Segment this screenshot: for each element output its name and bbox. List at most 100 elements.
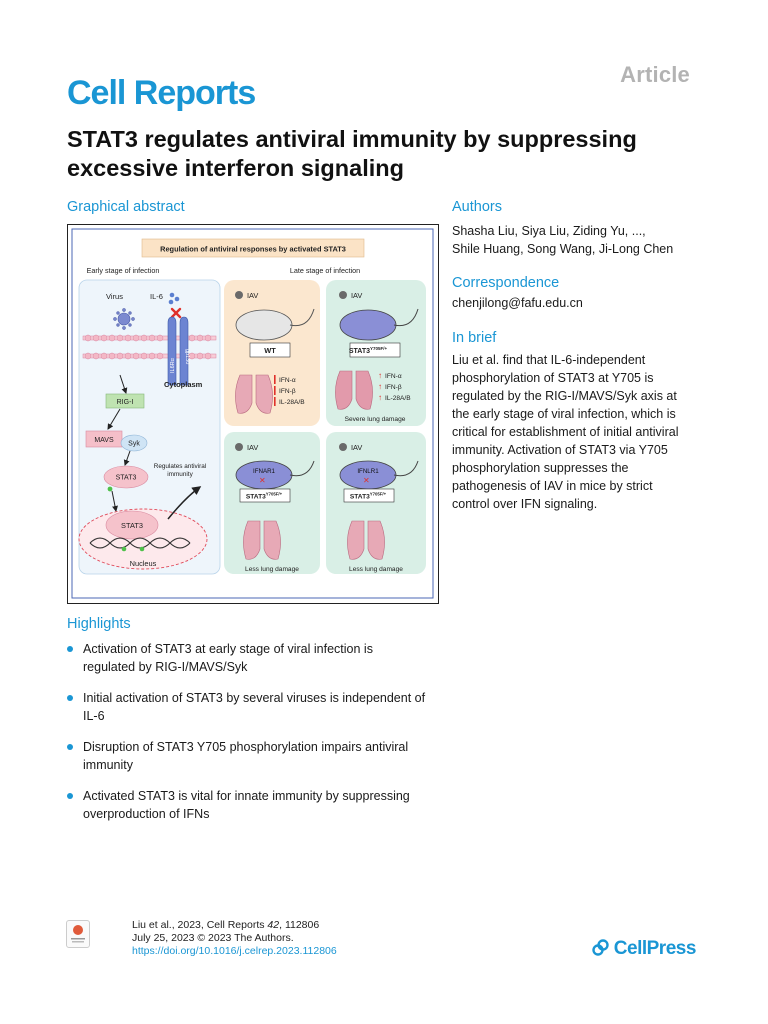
ga-banner-text: Regulation of antiviral responses by act… — [160, 245, 346, 254]
highlight-line: Activation of STAT3 at early stage of vi… — [83, 642, 373, 656]
wt-lung-icon — [235, 374, 273, 414]
graphical-abstract-svg: Regulation of antiviral responses by act… — [71, 228, 434, 599]
article-title: STAT3 regulates antiviral immunity by su… — [67, 126, 637, 181]
journal-logo[interactable]: Cell Reports — [67, 74, 256, 112]
ifnar-label: IFNAR1 — [253, 468, 276, 475]
ifnlr-iav-icon — [339, 443, 347, 451]
highlight-line: overproduction of IFNs — [83, 807, 210, 821]
citation-block: Liu et al., 2023, Cell Reports 42, 11280… — [132, 919, 337, 958]
il6-icon — [168, 292, 180, 305]
ifnar-iav-icon — [235, 443, 243, 451]
svg-text:↑: ↑ — [378, 371, 382, 380]
highlight-line: IL-6 — [83, 709, 105, 723]
in-brief-line: pathogenesis of IAV in mice by strict — [452, 479, 653, 493]
authors-line-1: Shasha Liu, Siya Liu, Ziding Yu, ..., — [452, 224, 646, 238]
mut-ifnb: IFN-β — [385, 384, 402, 391]
wt-mouse-icon — [235, 309, 293, 341]
bullet-icon — [67, 793, 73, 799]
ga-cytoplasm-label: Cytoplasm — [164, 380, 203, 389]
ga-nucleus-label: Nucleus — [130, 559, 157, 568]
highlights-heading: Highlights — [67, 616, 131, 632]
mut-mouse-icon — [339, 309, 397, 341]
ga-stat3-nuc-label: STAT3 — [121, 521, 143, 530]
doi-link[interactable]: https://doi.org/10.1016/j.celrep.2023.11… — [132, 945, 337, 957]
svg-text:↑: ↑ — [378, 382, 382, 391]
arrow-rigi-mavs — [107, 408, 121, 430]
in-brief-line: immunity. Activation of STAT3 via Y705 — [452, 443, 668, 457]
wt-iav-label: IAV — [247, 291, 258, 300]
ga-stat3-nuc-shape — [105, 510, 159, 540]
ga-rigi-label: RIG-I — [117, 399, 134, 406]
highlight-line: Initial activation of STAT3 by several v… — [83, 691, 426, 705]
ga-il6ra-label: IL6Rα — [170, 357, 176, 373]
mut-il28: IL-28A/B — [385, 395, 411, 402]
graphical-abstract-figure: Regulation of antiviral responses by act… — [67, 224, 439, 604]
ifnar-x-icon: ✕ — [259, 476, 266, 485]
arrow-feedback — [167, 486, 202, 520]
ga-syk-shape — [120, 434, 148, 452]
cellpress-logo[interactable]: CellPress — [592, 938, 696, 960]
highlight-line: immunity — [83, 758, 134, 772]
bullet-icon — [67, 695, 73, 701]
arrow-syk-stat3 — [123, 450, 131, 466]
ga-early-label: Early stage of infection — [87, 266, 160, 275]
svg-text:↑: ↑ — [378, 393, 382, 402]
highlight-item: Disruption of STAT3 Y705 phosphorylation… — [67, 738, 447, 774]
blocked-x-icon — [170, 307, 182, 319]
mut-label-box — [349, 342, 401, 358]
in-brief-line: phosphorylation suppresses the — [452, 461, 629, 475]
ga-il6-label: IL-6 — [150, 292, 163, 301]
mut-label: STAT3Y705F/+ — [349, 346, 388, 355]
in-brief-heading: In brief — [452, 330, 497, 346]
ifnar-mut-box — [239, 488, 291, 503]
arrow-virus-rigi — [119, 374, 128, 394]
cellpress-text: CellPress — [613, 938, 697, 959]
highlight-line: Activated STAT3 is vital for innate immu… — [83, 789, 410, 803]
citation-line-2: July 25, 2023 © 2023 The Authors. — [132, 932, 294, 944]
ifnar-less: Less lung damage — [245, 566, 299, 573]
highlight-item: Activated STAT3 is vital for innate immu… — [67, 787, 447, 823]
cell-membrane — [82, 334, 217, 360]
correspondence-email[interactable]: chenjilong@fafu.edu.cn — [452, 296, 583, 310]
ga-rigi-box — [105, 393, 145, 409]
authors-line-2: Shile Huang, Song Wang, Ji-Long Chen — [452, 242, 674, 256]
correspondence-heading: Correspondence — [452, 275, 560, 291]
bullet-icon — [67, 744, 73, 750]
highlight-line: regulated by RIG-I/MAVS/Syk — [83, 660, 248, 674]
check-for-updates-icon[interactable] — [66, 920, 90, 948]
authors-heading: Authors — [452, 199, 502, 215]
arrow-stat3-nucleus — [111, 490, 118, 512]
mut-severe: Severe lung damage — [345, 416, 406, 423]
dna-icon — [89, 537, 191, 549]
ga-stat3-cyto-label: STAT3 — [116, 475, 137, 482]
in-brief-line: the early stage of viral infection, whic… — [452, 407, 676, 421]
ifnlr-x-icon: ✕ — [363, 476, 370, 485]
in-brief-line: phosphorylation of STAT3 at Y705 is — [452, 371, 654, 385]
ga-gp130-label: gp130 — [184, 349, 190, 364]
citation-line-1: Liu et al., 2023, Cell Reports 42, 11280… — [132, 919, 320, 931]
ga-stat3-cyto-shape — [103, 465, 149, 489]
ifnar-iav-label: IAV — [247, 443, 258, 452]
highlight-item: Initial activation of STAT3 by several v… — [67, 689, 447, 725]
wt-label: WT — [264, 346, 276, 355]
cellpress-icon — [592, 939, 609, 956]
in-brief-line: control over IFN signaling. — [452, 497, 598, 511]
mut-iav-label: IAV — [351, 291, 362, 300]
ifnlr-mut-box — [343, 488, 395, 503]
ifnar-lung-icon — [243, 520, 281, 560]
ga-mavs-label: MAVS — [94, 437, 114, 444]
ga-late-label: Late stage of infection — [290, 266, 360, 275]
bullet-icon — [67, 646, 73, 652]
ifnlr-iav-label: IAV — [351, 443, 362, 452]
ifnlr-label: IFNLR1 — [357, 468, 379, 475]
ga-virus-label: Virus — [106, 292, 123, 301]
highlight-line: Disruption of STAT3 Y705 phosphorylation… — [83, 740, 409, 754]
in-brief-text: Liu et al. find that IL-6-independent ph… — [452, 351, 752, 513]
highlights-list: Activation of STAT3 at early stage of vi… — [67, 640, 447, 836]
in-brief-line: critical for establishment of initial an… — [452, 425, 679, 439]
wt-ifna: IFN-α — [279, 377, 296, 384]
ifnlr-lung-icon — [347, 520, 385, 560]
il6-receptor: IL6Rα gp130 — [167, 316, 190, 386]
authors-list: Shasha Liu, Siya Liu, Ziding Yu, ..., Sh… — [452, 222, 673, 258]
virus-icon — [113, 308, 135, 330]
